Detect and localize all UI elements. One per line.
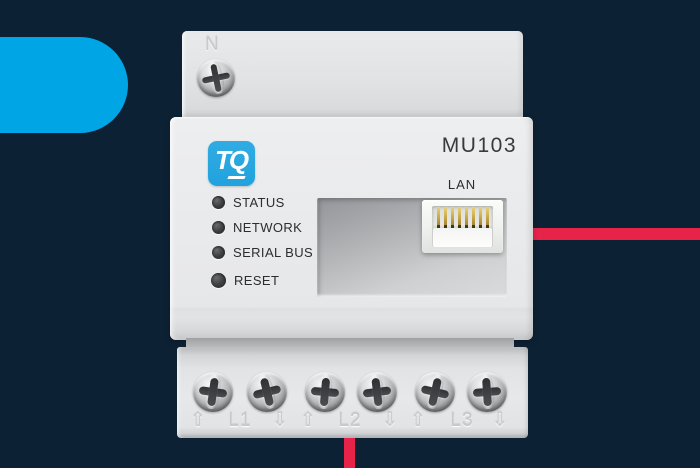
neutral-terminal-screw-icon bbox=[197, 59, 235, 97]
serial-bus-led-row: SERIAL BUS bbox=[212, 245, 313, 260]
phase-label-l2: L2 bbox=[338, 410, 362, 431]
current-in-arrow-icon: ⇧ bbox=[190, 409, 206, 431]
brand-logo-underline-icon bbox=[227, 176, 246, 179]
terminal-screw-icon bbox=[247, 372, 287, 412]
lan-port-pins-icon bbox=[437, 207, 489, 228]
screw-cross bbox=[193, 55, 238, 100]
red-accent-line-horizontal bbox=[532, 228, 700, 240]
blue-pill-decoration bbox=[0, 37, 128, 133]
lan-port-tongue bbox=[433, 228, 492, 247]
red-accent-line-vertical bbox=[344, 437, 355, 468]
phase-label-l1: L1 bbox=[228, 410, 252, 431]
serial-bus-led-label: SERIAL BUS bbox=[233, 245, 314, 260]
terminal-screw-icon bbox=[357, 372, 397, 412]
reset-button-row: RESET bbox=[211, 273, 279, 288]
din-top-section: N bbox=[182, 31, 523, 117]
device-front-panel: TQ MU103 STATUS NETWORK SERIAL BUS RESET… bbox=[170, 117, 533, 340]
lan-port-label-text: LAN bbox=[447, 177, 477, 192]
terminal-screw-icon bbox=[193, 372, 233, 412]
terminal-screw-icon bbox=[415, 372, 455, 412]
status-led-row: STATUS bbox=[212, 195, 285, 210]
current-in-arrow-icon: ⇧ bbox=[300, 409, 316, 431]
reset-button-label: RESET bbox=[234, 273, 280, 288]
model-label: MU103 bbox=[441, 134, 517, 157]
current-out-arrow-icon: ⇩ bbox=[272, 409, 288, 431]
neutral-terminal-label: N bbox=[205, 34, 219, 55]
tq-brand-logo: TQ bbox=[208, 141, 255, 186]
status-led-icon bbox=[212, 196, 225, 209]
current-out-arrow-icon: ⇩ bbox=[382, 409, 398, 431]
phase-terminal-block: ⇧ L1 ⇩ ⇧ L2 ⇩ ⇧ L3 ⇩ bbox=[177, 347, 528, 438]
terminal-screw-icon bbox=[305, 372, 345, 412]
current-in-arrow-icon: ⇧ bbox=[410, 409, 426, 431]
lan-port bbox=[422, 200, 503, 253]
terminal-screw-icon bbox=[467, 372, 507, 412]
network-led-row: NETWORK bbox=[212, 220, 302, 235]
network-led-label: NETWORK bbox=[233, 220, 303, 235]
status-led-label: STATUS bbox=[233, 195, 285, 210]
current-out-arrow-icon: ⇩ bbox=[492, 409, 508, 431]
serial-bus-led-icon bbox=[212, 246, 225, 259]
reset-button bbox=[211, 273, 226, 288]
network-led-icon bbox=[212, 221, 225, 234]
brand-logo-text: TQ bbox=[215, 145, 249, 175]
phase-label-l3: L3 bbox=[450, 410, 474, 431]
